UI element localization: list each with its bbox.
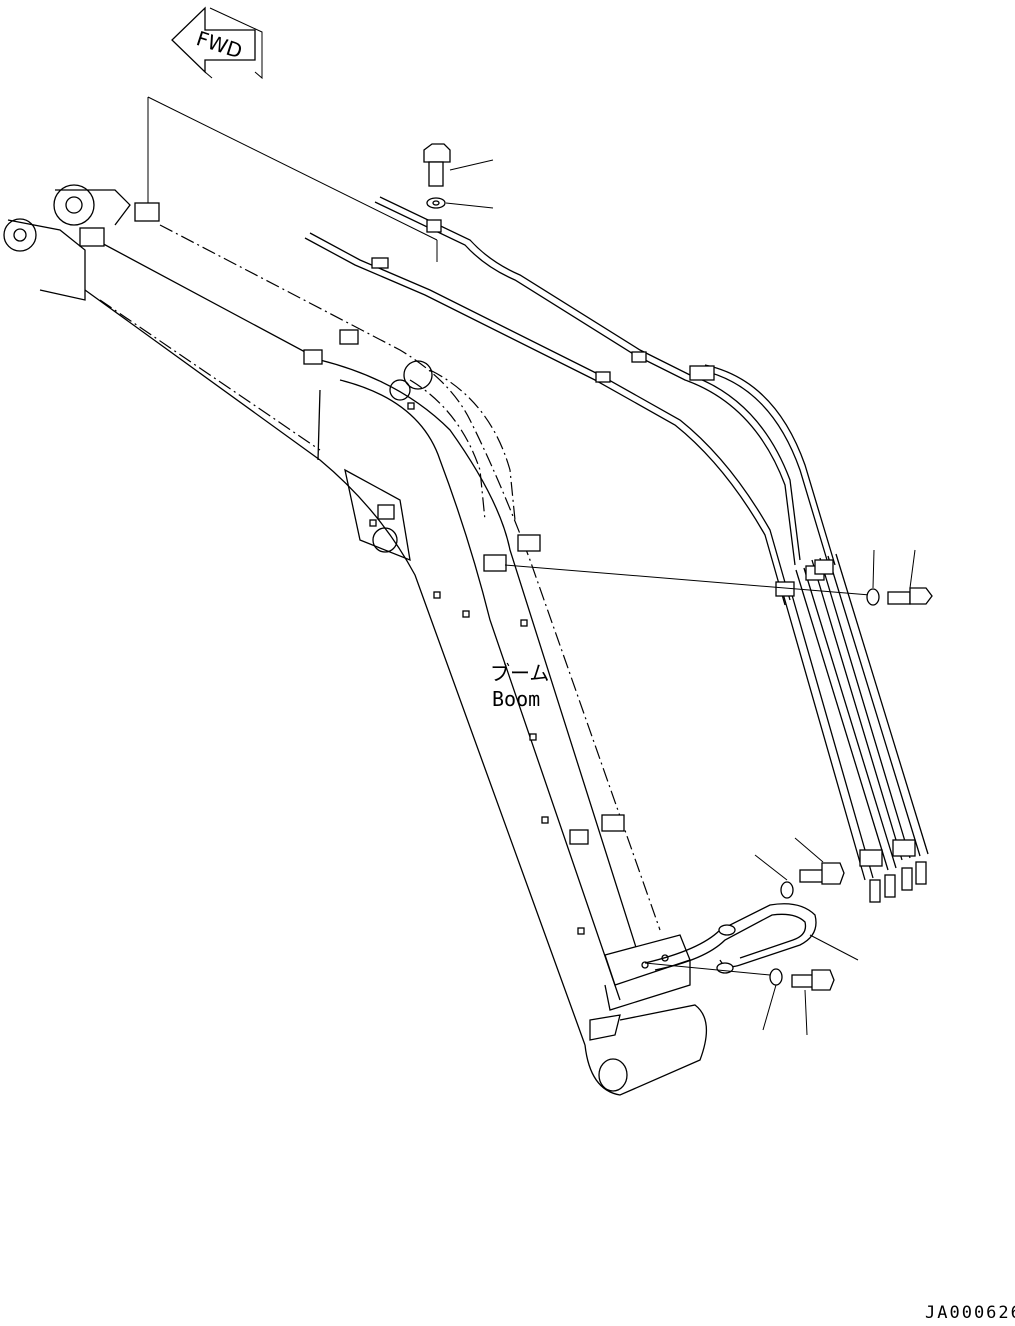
boom xyxy=(3,184,707,1096)
lower-bolts xyxy=(754,837,845,1036)
hose-lines-lower xyxy=(775,553,929,903)
hose-lines-upper xyxy=(304,196,836,606)
handrail xyxy=(644,903,859,976)
boom-label-japanese: ブーム xyxy=(490,661,549,685)
clamp-bolt xyxy=(504,549,933,606)
drawing-code: JA000626 xyxy=(925,1303,1015,1323)
boom-label-english: Boom xyxy=(492,687,540,711)
fwd-arrow: FWD xyxy=(171,6,263,80)
top-bolt xyxy=(423,143,494,233)
